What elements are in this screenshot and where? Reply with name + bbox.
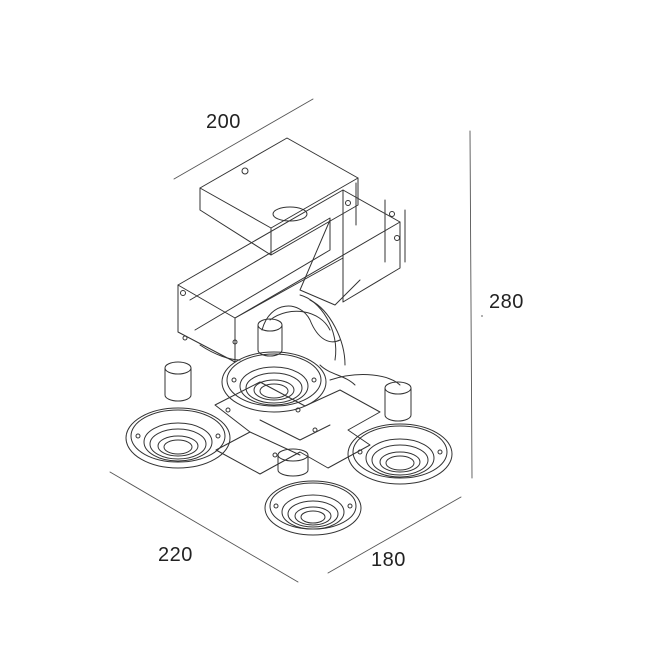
dimension-depth-left-label: 220 [158, 544, 193, 566]
screw-hole [182, 335, 188, 341]
bracket-arm [177, 182, 406, 363]
reference-dot [481, 315, 483, 317]
dim-line-top [173, 98, 314, 180]
screw-hole [241, 167, 249, 175]
lamp-module-right [347, 381, 453, 485]
screw-hole [180, 290, 186, 296]
lamp-module-top [221, 318, 327, 413]
screw-hole [394, 235, 400, 241]
screw-hole [345, 200, 351, 206]
dim-line-right [469, 130, 473, 479]
ceiling-mount-box [199, 137, 359, 256]
dimension-depth-right-label: 180 [371, 549, 406, 571]
dimension-width-label: 200 [206, 111, 241, 133]
lamp-module-bottom [264, 448, 362, 536]
screw-hole [232, 339, 238, 345]
dimension-height-label: 280 [489, 291, 524, 313]
dimension-lines [109, 98, 473, 583]
lamp-module-left [125, 361, 231, 469]
dim-line-left [109, 471, 299, 583]
screw-hole [389, 211, 395, 217]
dim-line-bottom [327, 496, 462, 574]
